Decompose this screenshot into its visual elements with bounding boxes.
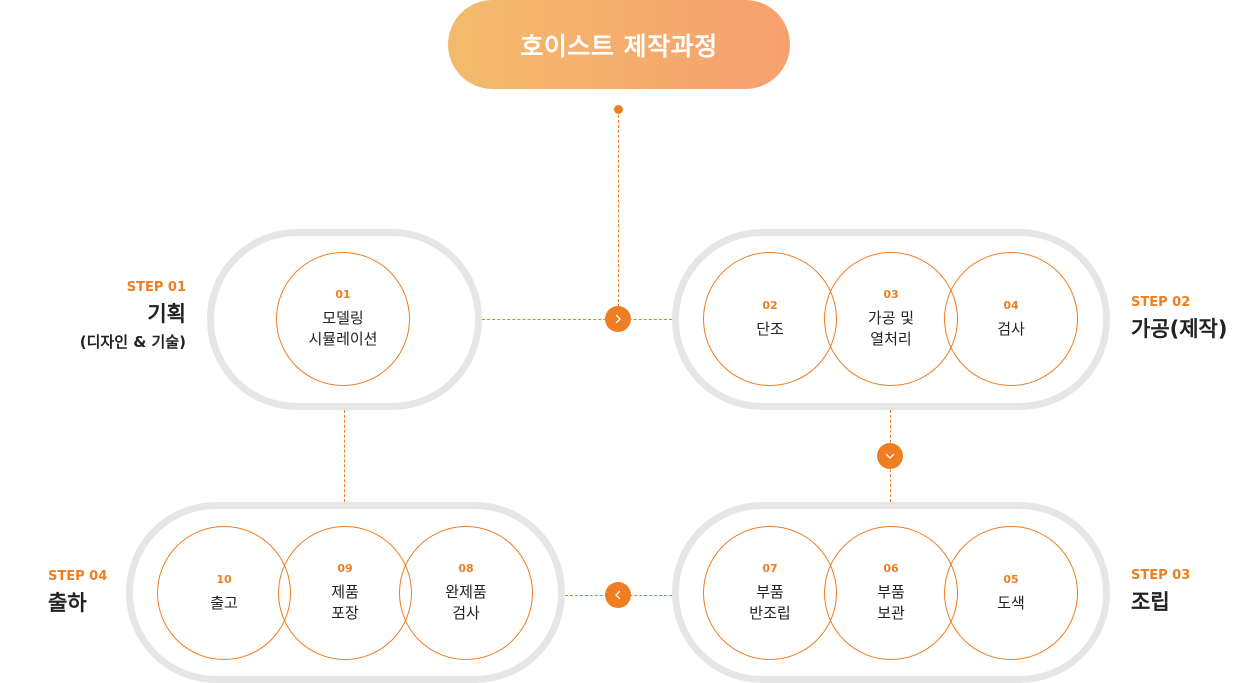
process-circle-03: 03 가공 및 열처리 [824, 252, 958, 386]
process-label: 부품 반조립 [749, 583, 791, 622]
process-circle-10: 10 출고 [157, 526, 291, 660]
step1-step2-connector-line [482, 319, 672, 320]
process-number: 07 [762, 562, 778, 575]
chevron-left-icon [605, 582, 631, 608]
process-number: 01 [335, 288, 351, 301]
process-label: 출고 [210, 593, 238, 612]
process-number: 08 [458, 562, 474, 575]
process-circle-09: 09 제품 포장 [278, 526, 412, 660]
process-label: 단조 [756, 319, 784, 338]
title-connector-line [618, 110, 619, 307]
step-name: 기획 [147, 302, 186, 326]
process-label: 완제품 검사 [445, 583, 487, 622]
step-code: STEP 01 [126, 280, 186, 295]
process-number: 05 [1003, 572, 1019, 586]
chevron-down-icon [877, 443, 903, 469]
step1-step4-connector-line [344, 410, 345, 502]
step2-label: STEP 02 가공(제작) [1131, 295, 1227, 343]
process-number: 10 [216, 572, 232, 586]
process-label: 도색 [997, 593, 1025, 612]
process-label: 제품 포장 [331, 583, 359, 622]
process-circle-08: 08 완제품 검사 [399, 526, 533, 660]
step-code: STEP 02 [1131, 295, 1191, 310]
process-circle-07: 07 부품 반조립 [703, 526, 837, 660]
page-title: 호이스트 제작과정 [448, 0, 790, 89]
step-code: STEP 03 [1131, 568, 1191, 583]
process-number: 09 [337, 562, 353, 575]
process-label: 모델링 시뮬레이션 [308, 309, 378, 348]
process-circle-04: 04 검사 [944, 252, 1078, 386]
process-label: 부품 보관 [877, 583, 905, 622]
chevron-right-icon [605, 306, 631, 332]
process-circle-02: 02 단조 [703, 252, 837, 386]
process-number: 02 [762, 298, 778, 312]
process-number: 04 [1003, 298, 1019, 312]
step-subtitle: (디자인 & 기술) [79, 333, 186, 351]
process-number: 06 [883, 562, 899, 575]
process-number: 03 [883, 288, 899, 301]
step4-label: STEP 04 출하 [48, 569, 107, 617]
step3-label: STEP 03 조립 [1131, 568, 1190, 616]
process-label: 가공 및 열처리 [867, 309, 915, 348]
step1-label: STEP 01 기획 (디자인 & 기술) [80, 280, 186, 352]
step-name: 조립 [1131, 590, 1170, 614]
process-circle-01: 01 모델링 시뮬레이션 [276, 252, 410, 386]
step-name: 출하 [48, 591, 87, 615]
process-label: 검사 [997, 319, 1025, 338]
process-circle-05: 05 도색 [944, 526, 1078, 660]
step-code: STEP 04 [48, 569, 108, 584]
start-dot [614, 105, 623, 114]
process-circle-06: 06 부품 보관 [824, 526, 958, 660]
step-name: 가공(제작) [1131, 317, 1228, 341]
